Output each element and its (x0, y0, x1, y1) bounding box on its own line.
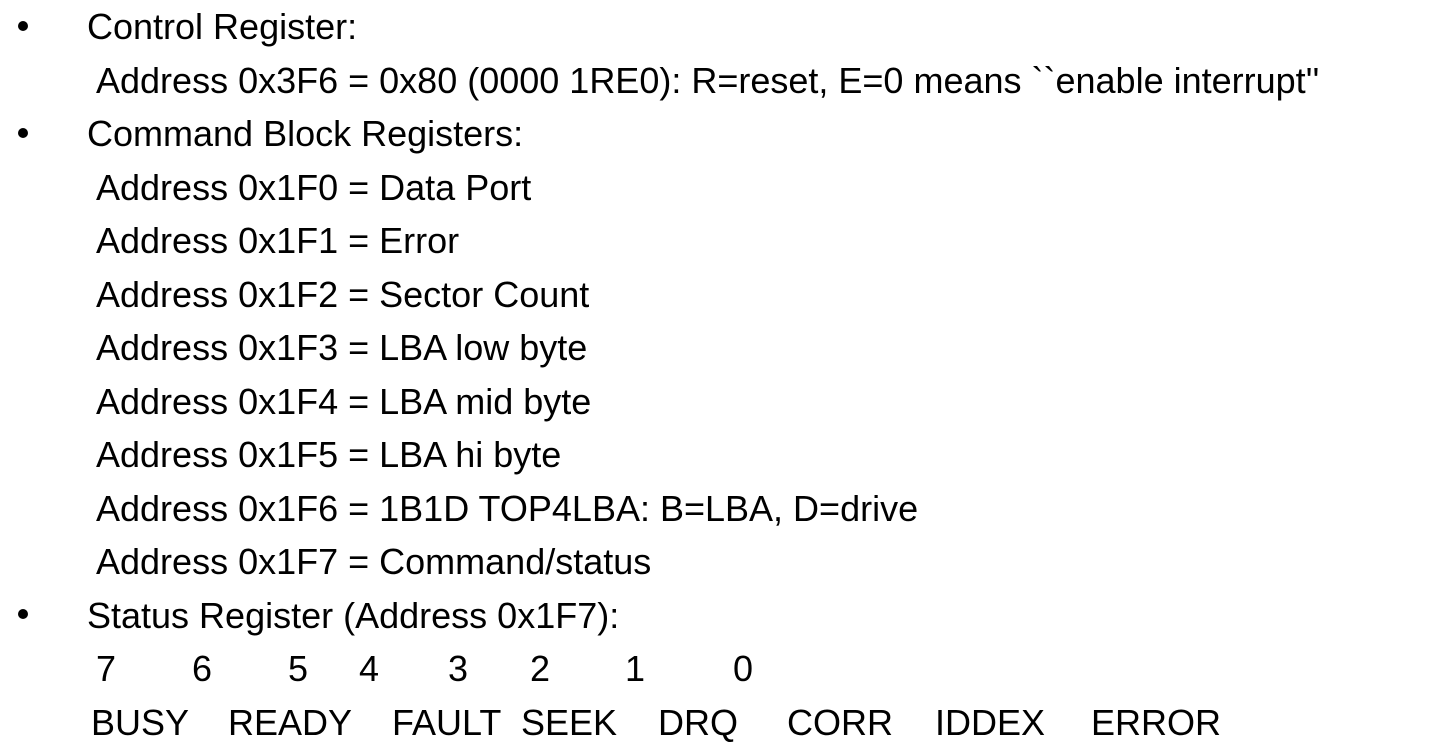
bullet-label: Control Register: (87, 6, 357, 47)
bit-label: READY (228, 696, 352, 749)
command-block-register-line: Address 0x1F7 = Command/status (0, 535, 1435, 589)
bit-label: BUSY (91, 696, 189, 749)
bullet-label: Status Register (Address 0x1F7): (87, 595, 619, 636)
bit-label: CORR (787, 696, 893, 749)
bit-label: FAULT (392, 696, 501, 749)
bit-number: 1 (625, 642, 645, 696)
command-block-register-line: Address 0x1F0 = Data Port (0, 161, 1435, 215)
detail-text: Address 0x1F1 = Error (96, 220, 459, 261)
detail-text: Address 0x1F6 = 1B1D TOP4LBA: B=LBA, D=d… (96, 488, 918, 529)
bullet-icon (18, 21, 28, 31)
control-register-detail: Address 0x3F6 = 0x80 (0000 1RE0): R=rese… (0, 54, 1435, 108)
bullet-label: Command Block Registers: (87, 113, 523, 154)
bit-number: 3 (448, 642, 468, 696)
bit-number: 7 (96, 642, 116, 696)
bit-number: 6 (192, 642, 212, 696)
bit-number: 4 (359, 642, 379, 696)
detail-text: Address 0x1F7 = Command/status (96, 541, 651, 582)
detail-text: Address 0x1F4 = LBA mid byte (96, 381, 591, 422)
detail-text: Address 0x3F6 = 0x80 (0000 1RE0): R=rese… (96, 60, 1319, 101)
command-block-register-line: Address 0x1F4 = LBA mid byte (0, 375, 1435, 429)
detail-text: Address 0x1F5 = LBA hi byte (96, 434, 561, 475)
bullet-item-status-register: Status Register (Address 0x1F7): (0, 589, 1435, 643)
detail-text: Address 0x1F3 = LBA low byte (96, 327, 587, 368)
bullet-icon (18, 609, 28, 619)
command-block-register-line: Address 0x1F3 = LBA low byte (0, 321, 1435, 375)
bit-number: 5 (288, 642, 308, 696)
bit-label: ERROR (1091, 696, 1221, 749)
command-block-register-line: Address 0x1F2 = Sector Count (0, 268, 1435, 322)
bullet-icon (18, 128, 28, 138)
command-block-register-line: Address 0x1F6 = 1B1D TOP4LBA: B=LBA, D=d… (0, 482, 1435, 536)
bit-number: 2 (530, 642, 550, 696)
detail-text: Address 0x1F2 = Sector Count (96, 274, 589, 315)
bit-label: SEEK (521, 696, 617, 749)
status-register-bit-labels-row: BUSY READY FAULT SEEK DRQ CORR IDDEX ERR… (0, 696, 1435, 749)
bullet-item-command-block-registers: Command Block Registers: (0, 107, 1435, 161)
status-register-bit-numbers-row: 7 6 5 4 3 2 1 0 (0, 642, 1435, 696)
command-block-register-line: Address 0x1F1 = Error (0, 214, 1435, 268)
command-block-register-line: Address 0x1F5 = LBA hi byte (0, 428, 1435, 482)
detail-text: Address 0x1F0 = Data Port (96, 167, 531, 208)
bit-label: IDDEX (935, 696, 1045, 749)
bit-number: 0 (733, 642, 753, 696)
bit-label: DRQ (658, 696, 738, 749)
bullet-item-control-register: Control Register: (0, 0, 1435, 54)
